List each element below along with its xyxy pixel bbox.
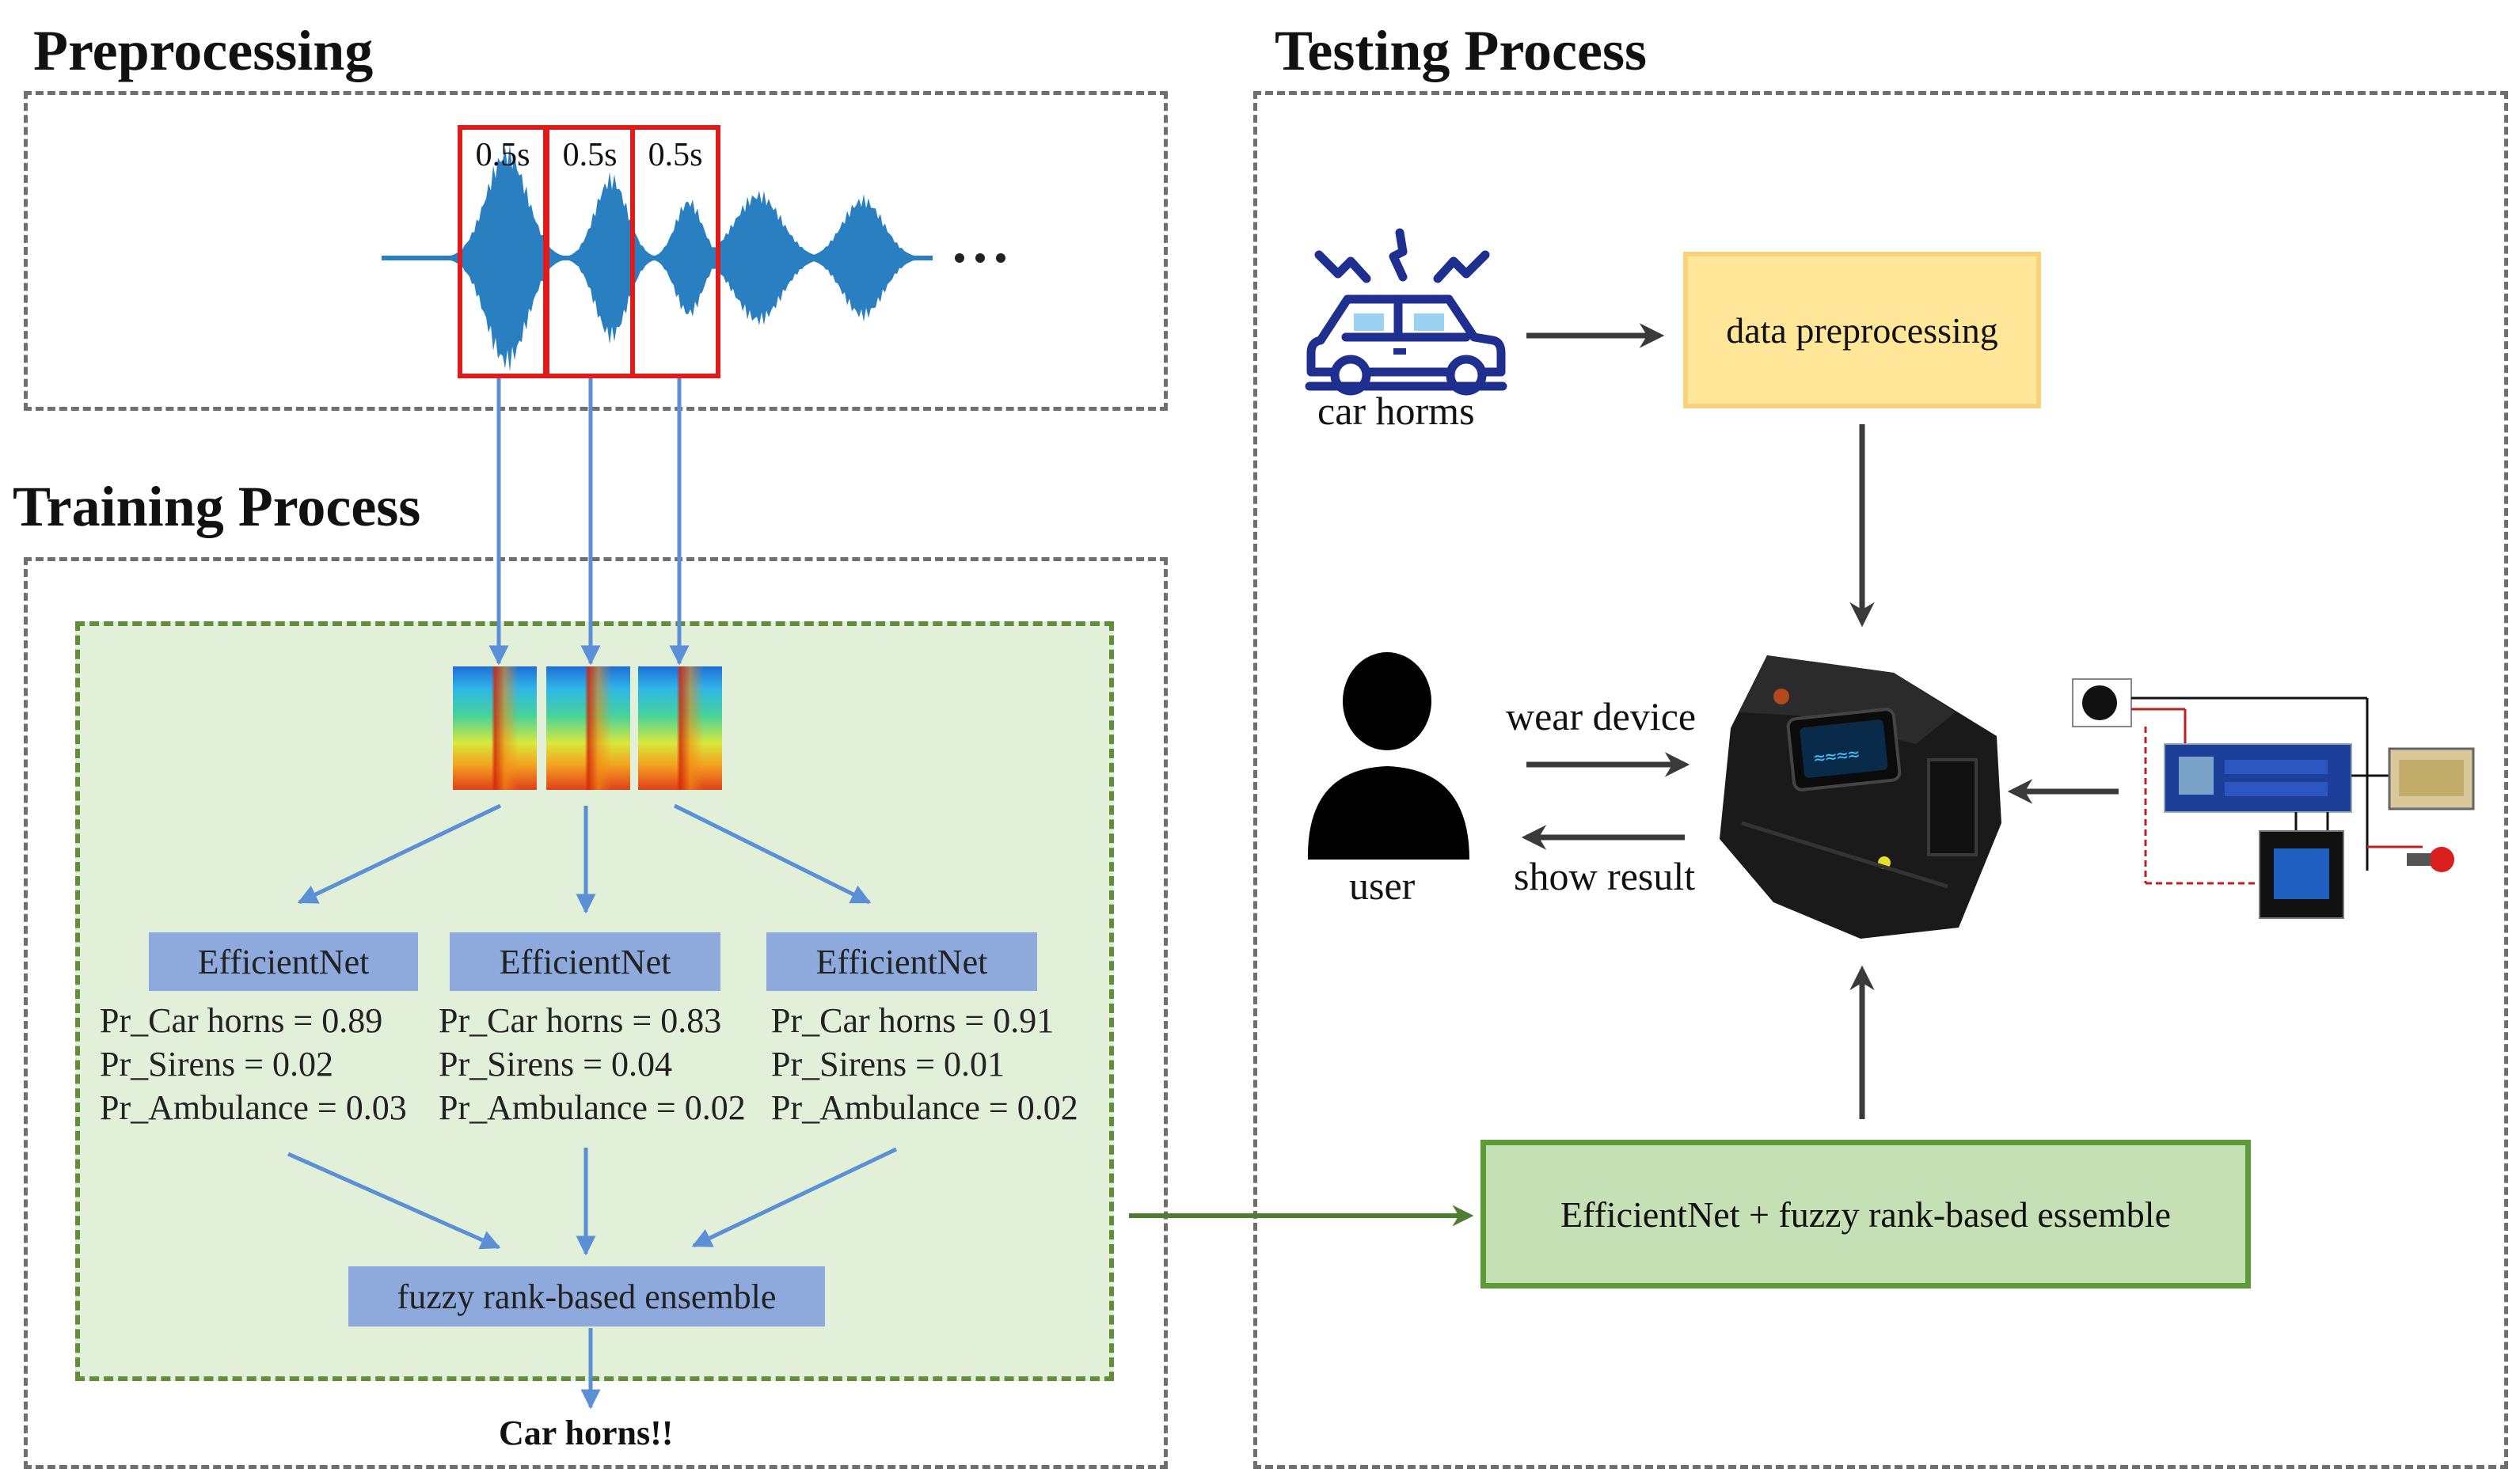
efficientnet-block-2: EfficientNet	[450, 932, 720, 991]
waveform-shape	[382, 144, 933, 372]
prob-arrow-3	[691, 1147, 898, 1248]
ensemble-model-box: EfficientNet + fuzzy rank-based essemble	[1480, 1140, 2251, 1289]
training-title: Training Process	[13, 475, 421, 538]
training-panel	[24, 557, 1168, 1469]
spec-arrow-1	[297, 803, 502, 905]
svg-text:≈≈≈≈: ≈≈≈≈	[1812, 742, 1860, 769]
wear-device-label: wear device	[1506, 694, 1697, 738]
prob-car-horns: Pr_Car horns = 0.83	[439, 1001, 722, 1040]
data-preprocessing-box: data preprocessing	[1683, 252, 2041, 408]
prob-car-horns: Pr_Car horns = 0.89	[100, 1001, 383, 1040]
segment-duration-label: 0.5s	[475, 137, 530, 173]
spectrogram-2	[546, 666, 630, 790]
prob-arrow-1	[287, 1152, 501, 1250]
testing-panel	[1253, 91, 2508, 1469]
prob-ambulance: Pr_Ambulance = 0.02	[771, 1088, 1078, 1127]
audio-waveform	[382, 144, 933, 372]
model-2-probabilities: Pr_Car horns = 0.83 Pr_Sirens = 0.04 Pr_…	[439, 999, 746, 1129]
segment-duration-label: 0.5s	[562, 137, 618, 173]
segment-box-3: 0.5s	[630, 125, 720, 378]
prob-ambulance: Pr_Ambulance = 0.02	[439, 1088, 746, 1127]
spectrogram-1	[453, 666, 537, 790]
preprocessing-title: Preprocessing	[33, 19, 374, 82]
testing-title: Testing Process	[1275, 19, 1648, 82]
segment-duration-label: 0.5s	[648, 137, 703, 173]
user-icon	[1307, 652, 1469, 860]
circuit-diagram-icon	[2072, 678, 2475, 919]
efficientnet-block-3: EfficientNet	[766, 932, 1037, 991]
ellipsis-icon	[955, 253, 1005, 263]
prob-ambulance: Pr_Ambulance = 0.03	[100, 1088, 407, 1127]
efficientnet-block-1: EfficientNet	[149, 932, 418, 991]
car-horn-icon	[1305, 228, 1507, 396]
prob-sirens: Pr_Sirens = 0.01	[771, 1045, 1005, 1084]
spec-arrow-3	[673, 803, 872, 905]
wearable-device-icon: ≈≈≈≈	[1720, 655, 2001, 939]
result-label: Car horns!!	[499, 1414, 674, 1452]
show-result-label: show result	[1514, 854, 1696, 898]
model-3-probabilities: Pr_Car horns = 0.91 Pr_Sirens = 0.01 Pr_…	[771, 999, 1078, 1129]
model-1-probabilities: Pr_Car horns = 0.89 Pr_Sirens = 0.02 Pr_…	[100, 999, 407, 1129]
prob-car-horns: Pr_Car horns = 0.91	[771, 1001, 1055, 1040]
prob-sirens: Pr_Sirens = 0.02	[100, 1045, 333, 1084]
spectrogram-3	[638, 666, 722, 790]
user-label: user	[1349, 863, 1416, 908]
preprocessing-panel	[24, 91, 1168, 411]
fuzzy-ensemble-block: fuzzy rank-based ensemble	[348, 1266, 825, 1326]
prob-sirens: Pr_Sirens = 0.04	[439, 1045, 672, 1084]
car-horns-label: car horms	[1317, 389, 1475, 433]
